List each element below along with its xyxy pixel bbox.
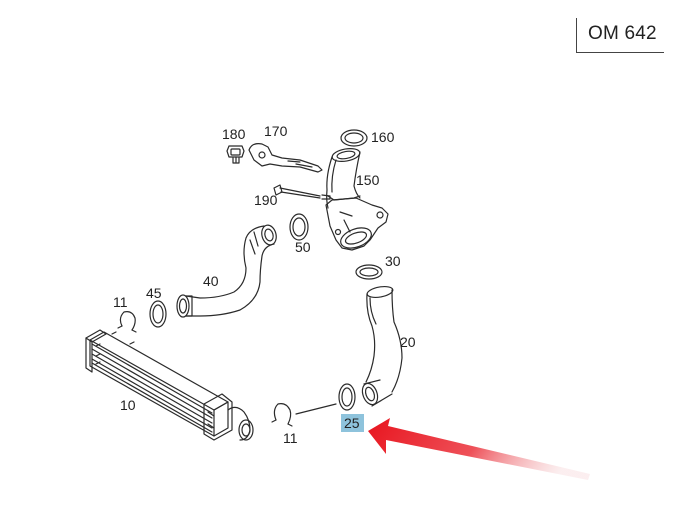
bracket-170 xyxy=(248,143,323,173)
label-150: 150 xyxy=(356,172,380,188)
oring-30 xyxy=(355,264,383,280)
label-25: 25 xyxy=(344,415,360,431)
engine-code-box xyxy=(576,18,664,53)
label-180: 180 xyxy=(222,126,246,142)
intake-elbow-150 xyxy=(325,148,389,251)
intercooler-10 xyxy=(85,329,254,441)
label-10: 10 xyxy=(120,397,136,413)
label-30: 30 xyxy=(385,253,401,269)
label-11-top: 11 xyxy=(113,294,128,310)
label-190: 190 xyxy=(254,192,278,208)
bolt-180 xyxy=(226,145,245,164)
bolt-190 xyxy=(273,184,331,200)
red-pointer-arrow xyxy=(368,418,590,480)
label-160: 160 xyxy=(371,129,395,145)
label-20: 20 xyxy=(400,334,416,350)
oring-50 xyxy=(289,213,309,241)
oring-160 xyxy=(340,129,368,147)
oring-45 xyxy=(149,300,167,328)
label-45: 45 xyxy=(146,285,162,301)
label-40: 40 xyxy=(203,273,219,289)
hose-40 xyxy=(176,224,277,318)
leader-line xyxy=(295,403,337,415)
clamp-11-top xyxy=(117,311,137,333)
pipe-20 xyxy=(361,285,403,407)
label-50: 50 xyxy=(295,239,311,255)
oring-25 xyxy=(338,383,356,411)
label-170: 170 xyxy=(264,123,288,139)
clamp-11-bottom xyxy=(271,403,293,427)
highlight-25 xyxy=(341,414,364,432)
engine-code-label: OM 642 xyxy=(588,23,657,44)
label-11-bottom: 11 xyxy=(283,430,298,446)
